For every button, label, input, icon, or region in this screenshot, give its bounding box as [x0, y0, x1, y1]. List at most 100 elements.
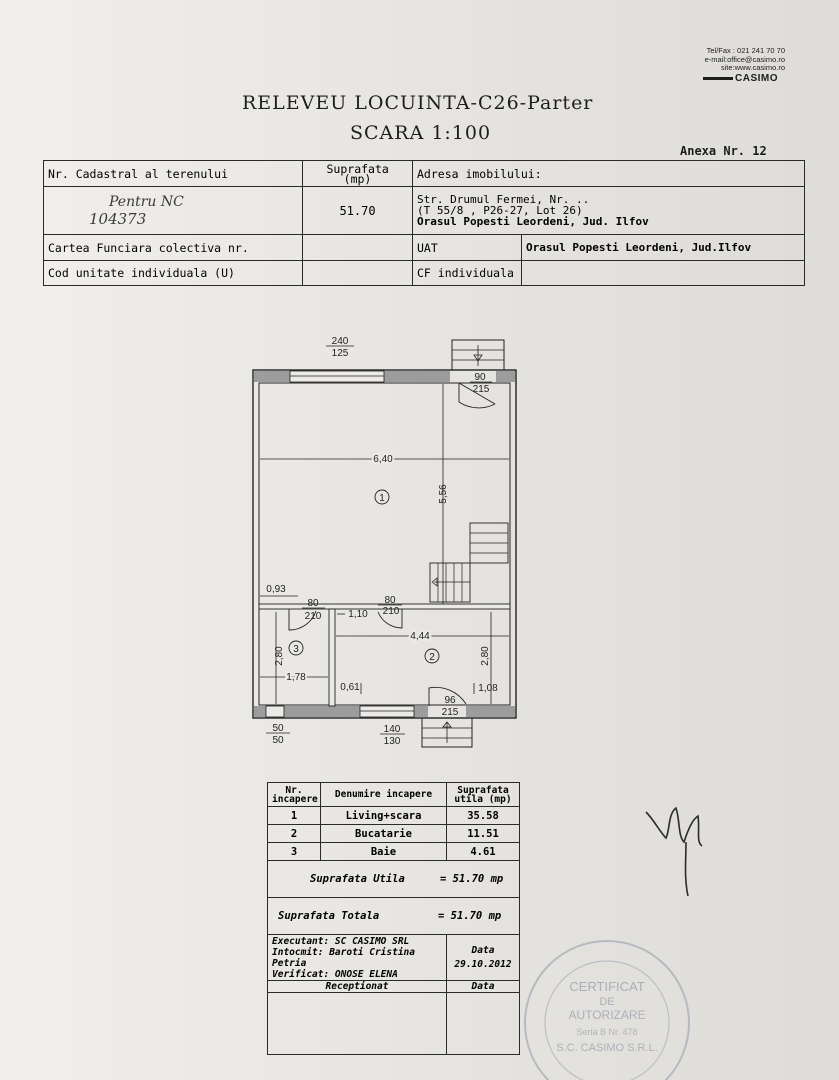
intocmit: Intocmit: Baroti Cristina Petria [272, 946, 415, 969]
door-left-dim-bottom: 210 [305, 611, 322, 622]
useful-area-label: Suprafata Utila [310, 873, 405, 885]
area-label: Suprafata (mp) [302, 160, 413, 187]
win-mid-dim-bottom: 130 [384, 736, 401, 747]
company-tel: Tel/Fax : 021 241 70 70 [706, 46, 785, 55]
width-dim-label: 6,40 [373, 454, 393, 465]
room-2-marker [424, 648, 440, 664]
row1-name: Living+scara [320, 806, 447, 825]
inner-wall [258, 382, 511, 706]
bottom-window-mid [359, 705, 415, 718]
page-title: RELEVEU LOCUINTA-C26-Parter [242, 92, 594, 114]
col-area-text: Suprafata utila (mp) [454, 784, 512, 805]
stamp-line-5: S.C. CASIMO S.R.L. [556, 1042, 657, 1054]
unit-code-label: Cod unitate individuala (U) [43, 260, 303, 286]
address-line-1: Str. Drumul Fermei, Nr. .. [417, 193, 590, 206]
company-email: e-mail:office@casimo.ro [704, 54, 785, 64]
dim-093: 0,93 [266, 584, 286, 595]
wall-fill-top-left [254, 371, 290, 382]
left-door-swing [288, 609, 317, 631]
win-left-dim-bottom: 50 [272, 735, 284, 746]
room-3-marker [288, 640, 304, 656]
cf-collective-label: Cartea Funciara colectiva nr. [43, 234, 303, 261]
door-mid-dim-bottom: 210 [383, 606, 400, 617]
useful-area-value: = 51.70 mp [440, 873, 504, 885]
top-window-dim-top: 240 [332, 336, 349, 347]
dim-280b: 2,80 [480, 646, 491, 666]
top-door-leaf [458, 382, 496, 405]
mid-door-swing [377, 609, 403, 629]
handwritten-cadastral-1: Pentru NC [109, 193, 184, 210]
logo-text: CASIMO [735, 73, 778, 84]
stamp-inner-ring [544, 960, 670, 1080]
win-mid-dim-top: 140 [384, 724, 401, 735]
date-label: Data [471, 944, 495, 956]
property-table: Nr. Cadastral al terenului Suprafata (mp… [43, 160, 805, 286]
uat-value: Orasul Popesti Leordeni, Jud.Ilfov [521, 234, 805, 261]
wall-fill-top-mid [384, 371, 450, 382]
dim-061: 0,61 [340, 682, 360, 693]
verificat: Verificat: ONOSE ELENA [272, 968, 398, 980]
top-window [289, 370, 385, 383]
useful-area-row: Suprafata Utila = 51.70 mp [267, 860, 520, 898]
row3-name: Baie [320, 842, 447, 861]
cf-individual-value [521, 260, 805, 286]
dim-280a: 2,80 [274, 646, 285, 666]
room-1-number: 1 [379, 493, 385, 504]
top-stair-arrowhead [473, 354, 483, 362]
room-3-number: 3 [293, 644, 299, 655]
wall-fill-top-right [496, 371, 515, 382]
bottom-window-left [265, 705, 285, 718]
floor-plan: 240 125 90 215 6,40 [252, 336, 517, 748]
bottom-stairs [421, 717, 473, 748]
total-area-row: Suprafata Totala = 51.70 mp [267, 897, 520, 935]
door-top-dim-top: 90 [474, 372, 486, 383]
handwritten-cadastral-2: 104373 [89, 209, 147, 228]
cf-collective-value [302, 234, 413, 261]
outer-wall [252, 369, 517, 719]
stamp-outer-ring [524, 940, 690, 1080]
authorization-stamp: CERTIFICAT DE AUTORIZARE Seria B Nr. 478… [524, 940, 690, 1080]
cadastral-value: Pentru NC 104373 [43, 186, 303, 235]
top-window-dim-bottom: 125 [332, 348, 349, 359]
door-bottom-dim-bottom: 215 [442, 707, 459, 718]
door-mid-dim-top: 80 [384, 595, 396, 606]
summary-table: Nr. incapere Denumire incapere Suprafata… [267, 782, 520, 1055]
total-area-value: = 51.70 mp [438, 910, 502, 922]
row2-nr: 2 [267, 824, 321, 843]
date-value: 29.10.2012 [454, 958, 512, 970]
room-1-marker [374, 489, 390, 505]
dim-108: 1,08 [478, 683, 498, 694]
top-door-swing [458, 383, 496, 409]
partition-vertical [328, 608, 336, 707]
door-bottom-dim-top: 96 [444, 695, 456, 706]
logo-mark [703, 76, 733, 80]
signature-stroke [645, 806, 703, 897]
company-site: site:www.casimo.ro [720, 63, 785, 72]
address-label: Adresa imobilului: [412, 160, 805, 187]
row3-nr: 3 [267, 842, 321, 861]
wall-fill-bottom-2 [284, 706, 360, 717]
executant: Executant: SC CASIMO SRL [272, 935, 410, 947]
stamp-line-2: DE [599, 996, 614, 1008]
total-area-label: Suprafata Totala [278, 910, 380, 922]
wall-fill-bottom-4 [466, 706, 515, 717]
unit-code-value [302, 260, 413, 286]
dim-110: 1,10 [348, 609, 368, 620]
company-logo: CASIMO [703, 73, 778, 84]
row3-area: 4.61 [446, 842, 520, 861]
col-name-header: Denumire incapere [320, 782, 447, 807]
stair-arrowhead [431, 577, 438, 587]
partition-horizontal [258, 603, 511, 610]
uat-label: UAT [412, 234, 522, 261]
address-line-2: (T 55/8 , P26-27, Lot 26) [417, 204, 583, 217]
area-label-text: Suprafata (mp) [326, 161, 389, 186]
address-value: Str. Drumul Fermei, Nr. .. (T 55/8 , P26… [412, 186, 805, 235]
signatures-cell: Executant: SC CASIMO SRL Intocmit: Barot… [267, 934, 447, 981]
wall-fill-bottom-3 [414, 706, 428, 717]
wall-fill-bottom-left [254, 706, 266, 717]
win-left-dim-top: 50 [272, 723, 284, 734]
cadastral-label: Nr. Cadastral al terenului [43, 160, 303, 187]
area-value: 51.70 [302, 186, 413, 235]
stamp-line-4: Seria B Nr. 478 [576, 1027, 637, 1037]
